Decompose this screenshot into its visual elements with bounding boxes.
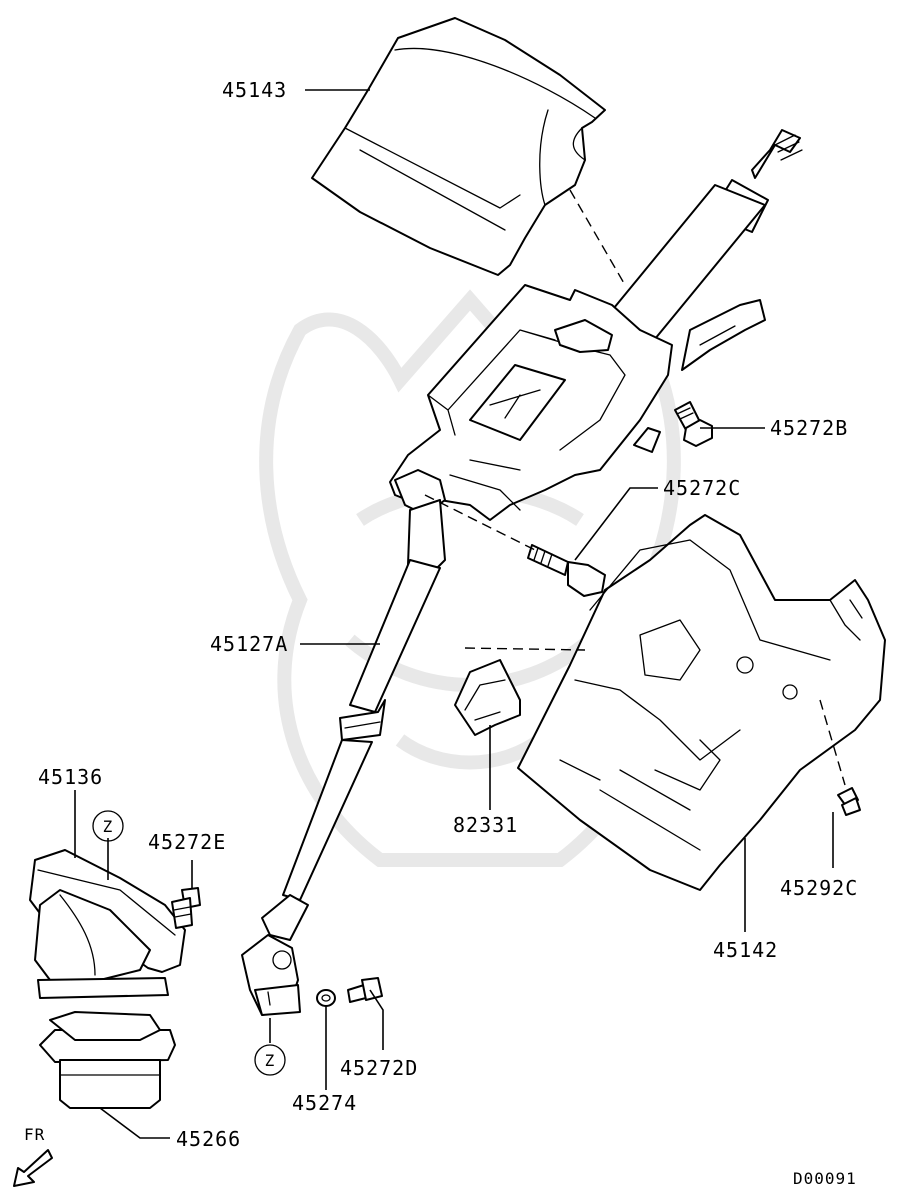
- label-45143: 45143: [222, 78, 287, 102]
- diagram-code: D00091: [793, 1169, 857, 1187]
- bolt-45272C: [527, 544, 606, 597]
- lower-column-cover: [517, 514, 886, 891]
- grommet-45266: [39, 1011, 176, 1109]
- label-45272C: 45272C: [663, 476, 741, 500]
- label-45266: 45266: [176, 1127, 241, 1151]
- label-45136: 45136: [38, 765, 103, 789]
- washer-45274: [316, 989, 336, 1007]
- bolt-45272E: [171, 887, 201, 929]
- label-45272E: 45272E: [148, 830, 226, 854]
- label-45272B: 45272B: [770, 416, 848, 440]
- z-marker-bottom-text: Z: [265, 1051, 276, 1070]
- z-marker-bottom: Z: [254, 1044, 286, 1076]
- label-45142: 45142: [713, 938, 778, 962]
- cover-cap-82331: [454, 659, 521, 736]
- label-45127A: 45127A: [210, 632, 288, 656]
- front-arrow: FR: [13, 1125, 53, 1187]
- z-marker-top-text: Z: [103, 817, 114, 836]
- intermediate-shaft: [241, 499, 446, 1016]
- steering-shaft-upper: [599, 129, 803, 346]
- label-45292C: 45292C: [780, 876, 858, 900]
- label-45272D: 45272D: [340, 1056, 418, 1080]
- label-45274: 45274: [292, 1091, 357, 1115]
- upper-column-cover: [311, 17, 606, 276]
- bolt-45272D: [347, 977, 383, 1003]
- leader-lines: [74, 89, 834, 1139]
- screw-45292C: [837, 787, 861, 816]
- z-marker-top: Z: [92, 810, 124, 842]
- column-boot-45136: [29, 849, 186, 999]
- front-label: FR: [24, 1125, 45, 1144]
- label-82331: 82331: [453, 813, 518, 837]
- bolt-45272B: [674, 401, 713, 447]
- assembly-dashed-lines: [424, 189, 846, 786]
